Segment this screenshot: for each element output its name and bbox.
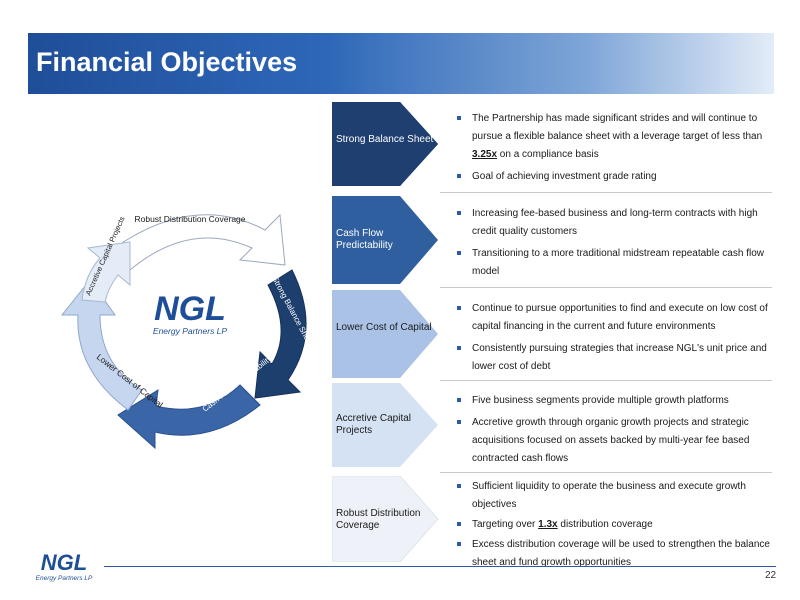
bullet-item: Increasing fee-based business and long-t… (454, 205, 774, 241)
bullet-item: Excess distribution coverage will be use… (454, 536, 784, 572)
bullet-item: Accretive growth through organic growth … (454, 414, 774, 468)
bullet-item: Targeting over 1.3x distribution coverag… (454, 516, 784, 534)
objective-label-accretive: Accretive Capital Projects (336, 413, 412, 436)
objective-label-strong: Strong Balance Sheet (336, 134, 434, 145)
cycle-segment-robust (104, 213, 286, 271)
bullet-item: The Partnership has made significant str… (454, 110, 774, 164)
bullets-lowercost: Continue to pursue opportunities to find… (454, 300, 774, 380)
row-divider (440, 472, 772, 473)
cycle-logo-subtext: Energy Partners LP (153, 326, 228, 336)
row-divider (440, 287, 772, 288)
footer-logo: NGL Energy Partners LP (36, 550, 93, 582)
row-divider (440, 380, 772, 381)
cycle-segment-cashflow (117, 384, 261, 450)
bullet-item: Transitioning to a more traditional mids… (454, 245, 774, 281)
bullets-accretive: Five business segments provide multiple … (454, 392, 774, 472)
bullet-item: Five business segments provide multiple … (454, 392, 774, 410)
bullet-item: Continue to pursue opportunities to find… (454, 300, 774, 336)
objective-arrow-strong: Strong Balance Sheet (332, 102, 442, 186)
cycle-label-robust: Robust Distribution Coverage (134, 214, 245, 224)
title-bar: Financial Objectives (28, 33, 774, 94)
objective-arrow-cashflow: Cash Flow Predictability (332, 196, 442, 284)
bullet-item: Consistently pursuing strategies that in… (454, 340, 774, 376)
bullets-cashflow: Increasing fee-based business and long-t… (454, 205, 774, 285)
objective-arrow-accretive: Accretive Capital Projects (332, 383, 442, 467)
cycle-segment-accretive (81, 241, 131, 303)
cycle-segment-strong (254, 269, 307, 399)
bullet-item: Sufficient liquidity to operate the busi… (454, 478, 784, 514)
objective-arrow-lowercost: Lower Cost of Capital (332, 290, 442, 378)
svg-text:NGL: NGL (41, 550, 87, 575)
bullets-robust: Sufficient liquidity to operate the busi… (454, 478, 784, 576)
cycle-logo-mark: NGL (154, 290, 226, 328)
objective-label-robust: Robust Distribution Coverage (336, 508, 421, 531)
footer-rule (104, 566, 776, 567)
cycle-diagram: Robust Distribution Coverage Strong Bala… (60, 213, 315, 450)
svg-text:Energy Partners LP: Energy Partners LP (36, 575, 93, 582)
objective-arrow-robust: Robust Distribution Coverage (332, 476, 442, 562)
bullet-item: Goal of achieving investment grade ratin… (454, 168, 774, 186)
page-title: Financial Objectives (36, 47, 298, 77)
bullets-strong: The Partnership has made significant str… (454, 110, 774, 190)
page-number: 22 (765, 570, 777, 581)
row-divider (440, 192, 772, 193)
objective-label-lowercost: Lower Cost of Capital (336, 322, 432, 333)
objective-label-cashflow: Cash Flow Predictability (336, 228, 393, 251)
